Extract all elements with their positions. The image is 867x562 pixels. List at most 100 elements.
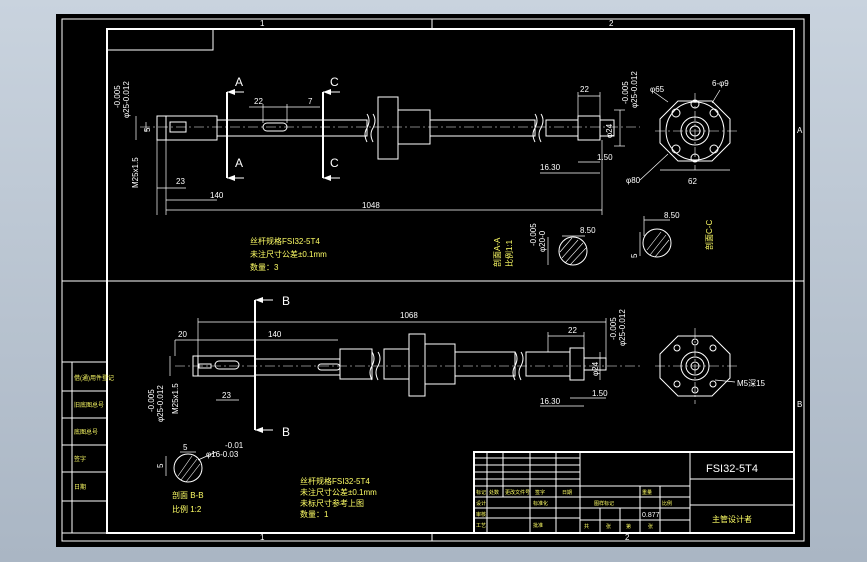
dim-1-50: 1.50 bbox=[597, 153, 613, 162]
dim-5: 5 bbox=[143, 127, 152, 132]
section-c-c-view bbox=[639, 216, 672, 258]
title-cell-1: 标记 bbox=[476, 489, 486, 496]
title-cell-17: 第 bbox=[626, 523, 631, 530]
side-table-1: 借(通)用件登记 bbox=[74, 374, 114, 382]
dim-tol-right2: φ25-0.012 bbox=[630, 71, 639, 108]
title-org: 主管设计者 bbox=[712, 514, 752, 524]
view1-note-2: 未注尺寸公差±0.1mm bbox=[250, 249, 327, 259]
side-table-4: 签字 bbox=[74, 455, 86, 463]
zone-bottom-1: 1 bbox=[260, 533, 265, 542]
flange-62: 62 bbox=[688, 177, 697, 186]
flange-phi80: φ80 bbox=[626, 176, 641, 185]
title-cell-6: 设计 bbox=[476, 500, 486, 507]
zone-top-2: 2 bbox=[609, 19, 614, 28]
dim-1048: 1048 bbox=[362, 201, 380, 210]
view2-note-3: 未标尺寸参考上图 bbox=[300, 498, 364, 508]
view2-flange-thread: M5深15 bbox=[737, 379, 766, 388]
title-cell-8: 审核 bbox=[476, 511, 486, 518]
corner-box bbox=[106, 28, 214, 51]
view2-dim-1-50: 1.50 bbox=[592, 389, 608, 398]
view2-dim-23: 23 bbox=[222, 391, 231, 400]
side-table-3: 底图总号 bbox=[74, 428, 98, 436]
section-c-label: 剖面C-C bbox=[704, 220, 714, 250]
title-cell-12: 重量 bbox=[642, 489, 652, 496]
sheet-outer-border bbox=[61, 18, 805, 542]
section-a-scale: 比例1:1 bbox=[504, 239, 514, 267]
dim-tol-right: -0.005 bbox=[621, 81, 630, 104]
section-letter-c-bottom: C bbox=[330, 156, 339, 170]
title-cell-16: 张 bbox=[606, 523, 611, 530]
flange-holes: 6-φ9 bbox=[712, 79, 729, 88]
side-registry-table bbox=[61, 361, 108, 534]
dim-16-30: 16.30 bbox=[540, 163, 561, 172]
view2-dim-phi24: φ24 bbox=[591, 361, 600, 376]
view1-dimension-lines bbox=[135, 92, 625, 215]
title-cell-3: 更改文件号 bbox=[505, 489, 530, 496]
section-a-a-view bbox=[547, 235, 588, 266]
section-bb-5: 5 bbox=[183, 443, 188, 452]
view2-note-1: 丝杆规格FSI32-5T4 bbox=[300, 476, 370, 486]
view2-dim-20: 20 bbox=[178, 330, 187, 339]
view2-dimension-lines bbox=[169, 318, 607, 407]
title-cell-13: 比例 bbox=[662, 500, 672, 507]
section-a-width: 8.50 bbox=[580, 226, 596, 235]
title-cell-10: 批准 bbox=[533, 522, 543, 529]
zone-right-b: B bbox=[797, 400, 802, 409]
view2-screw-shaft bbox=[175, 333, 640, 397]
flange-phi65: φ65 bbox=[650, 85, 665, 94]
section-c-width: 8.50 bbox=[664, 211, 680, 220]
view2-dim-1068: 1068 bbox=[400, 311, 418, 320]
title-block bbox=[473, 451, 795, 534]
view2-dim-m-thread: M25x1.5 bbox=[171, 383, 180, 414]
section-bb-scale: 比例 1:2 bbox=[172, 504, 202, 514]
title-cell-11: 图样标记 bbox=[594, 500, 614, 507]
view2-dim-tol-r2: φ25-0.012 bbox=[618, 309, 627, 346]
section-bb-label: 剖面 B-B bbox=[172, 490, 204, 500]
section-bb-tol2: φ16-0.03 bbox=[206, 450, 239, 459]
section-letter-c-top: C bbox=[330, 75, 339, 89]
title-drawing-no: FSI32-5T4 bbox=[706, 463, 758, 475]
section-letter-b-bottom: B bbox=[282, 425, 290, 439]
dim-23: 23 bbox=[176, 177, 185, 186]
view1-note-1: 丝杆规格FSI32-5T4 bbox=[250, 236, 320, 246]
section-letter-b-top: B bbox=[282, 294, 290, 308]
dim-7: 7 bbox=[308, 97, 313, 106]
title-cell-9: 工艺 bbox=[476, 523, 486, 529]
section-a-tol: -0.005 bbox=[529, 223, 538, 246]
title-cell-18: 张 bbox=[648, 523, 653, 530]
dim-phi24: φ24 bbox=[605, 123, 614, 138]
view2-note-2: 未注尺寸公差±0.1mm bbox=[300, 487, 377, 497]
zone-top-1: 1 bbox=[260, 19, 265, 28]
view2-dim-tol-l2: φ25-0.012 bbox=[156, 385, 165, 422]
title-cell-15: 共 bbox=[584, 523, 589, 530]
view2-dim-140: 140 bbox=[268, 330, 282, 339]
title-cell-2: 处数 bbox=[489, 489, 499, 496]
view1-section-cuts bbox=[226, 89, 340, 181]
section-c-5: 5 bbox=[630, 253, 639, 258]
section-a-tol2: φ20-0 bbox=[538, 230, 547, 252]
title-cell-14: 0.877 bbox=[642, 512, 660, 519]
view2-dim-tol-l: -0.005 bbox=[147, 389, 156, 412]
dim-140: 140 bbox=[210, 191, 224, 200]
title-cell-7: 标准化 bbox=[533, 500, 548, 507]
dim-tol-left2: φ25-0.012 bbox=[122, 81, 131, 118]
dim-22: 22 bbox=[254, 97, 263, 106]
dim-22b: 22 bbox=[580, 85, 589, 94]
side-table-5: 日期 bbox=[74, 483, 86, 491]
view2-dim-22: 22 bbox=[568, 326, 577, 335]
title-cell-5: 日期 bbox=[562, 490, 572, 496]
section-letter-a-top: A bbox=[235, 75, 243, 89]
section-b-b-view bbox=[165, 451, 217, 483]
view1-screw-shaft bbox=[140, 96, 640, 160]
side-table-2: 旧底图总号 bbox=[74, 401, 104, 409]
view2-note-4: 数量：1 bbox=[300, 509, 329, 519]
view2-flange-end-view bbox=[655, 328, 737, 404]
section-letter-a-bottom: A bbox=[235, 156, 243, 170]
section-a-label: 剖面A-A bbox=[492, 237, 502, 267]
view1-note-3: 数量：3 bbox=[250, 262, 279, 272]
view2-dim-tol-r: -0.005 bbox=[609, 317, 618, 340]
section-bb-5b: 5 bbox=[156, 463, 165, 468]
dim-tol-left: -0.005 bbox=[113, 85, 122, 108]
zone-right-a: A bbox=[797, 126, 803, 135]
